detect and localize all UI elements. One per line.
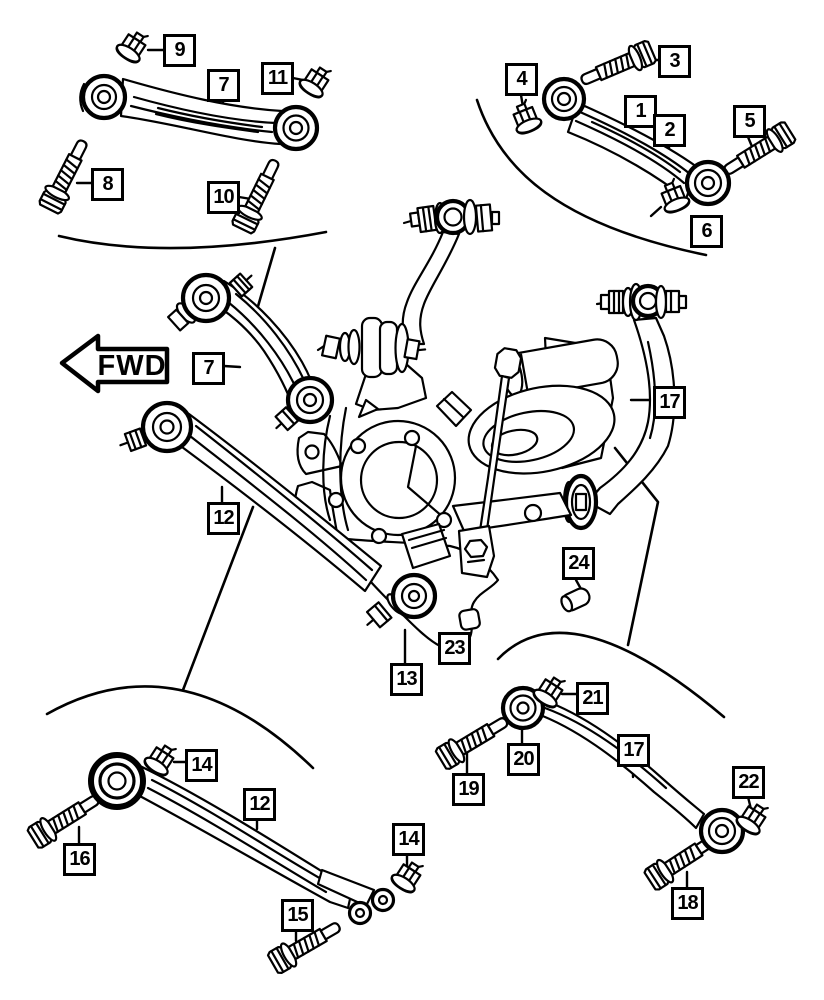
callout-2: 2 [653, 114, 686, 147]
hex-bolt-19 [433, 708, 514, 773]
rear-upper-arm-main [562, 282, 688, 531]
toe-link-mount-block [400, 522, 452, 570]
callout-23: 23 [438, 632, 471, 665]
callout-17b: 17 [617, 734, 650, 767]
callout-9: 9 [163, 34, 196, 67]
fwd-label: FWD [97, 350, 166, 382]
spring-link-main [119, 400, 438, 629]
callout-7b: 7 [192, 352, 225, 385]
callout-12a: 12 [207, 502, 240, 535]
callout-15: 15 [281, 899, 314, 932]
callout-7a: 7 [207, 69, 240, 102]
callout-22: 22 [732, 766, 765, 799]
callout-12b: 12 [243, 788, 276, 821]
toe-link-inset [500, 685, 746, 855]
callout-17a: 17 [653, 386, 686, 419]
callout-10: 10 [207, 181, 240, 214]
flange-nut-14-right [388, 854, 429, 897]
callout-20: 20 [507, 743, 540, 776]
callout-3: 3 [658, 45, 691, 78]
shock-spring-bracket [467, 336, 619, 475]
hex-bolt-8 [36, 134, 97, 217]
callout-18: 18 [671, 887, 704, 920]
callout-5: 5 [733, 105, 766, 138]
upper-control-arm-main [166, 272, 335, 432]
fwd-arrow: FWD [59, 333, 170, 394]
camber-link [316, 198, 501, 379]
callout-8: 8 [91, 168, 124, 201]
flange-nut-9 [113, 24, 154, 67]
callout-14a: 14 [185, 749, 218, 782]
hex-bolt-3 [575, 37, 659, 94]
callout-19: 19 [452, 773, 485, 806]
callout-16: 16 [63, 843, 96, 876]
bushing-sleeve-24 [560, 587, 591, 613]
flange-nut-4 [506, 96, 545, 138]
upper-control-arm-inset-front [79, 73, 320, 152]
spring-link-inset [88, 752, 396, 926]
callout-4: 4 [505, 63, 538, 96]
hex-bolt-16 [25, 786, 106, 852]
stabilizer-link-rod [457, 347, 523, 579]
upper-control-arm-inset-rear [541, 76, 732, 207]
flange-nut-11 [296, 59, 337, 102]
callout-21: 21 [576, 682, 609, 715]
callout-14b: 14 [392, 823, 425, 856]
callout-6: 6 [690, 215, 723, 248]
callout-24: 24 [562, 547, 595, 580]
callout-11: 11 [261, 62, 294, 95]
callout-13: 13 [390, 663, 423, 696]
callout-1: 1 [624, 95, 657, 128]
